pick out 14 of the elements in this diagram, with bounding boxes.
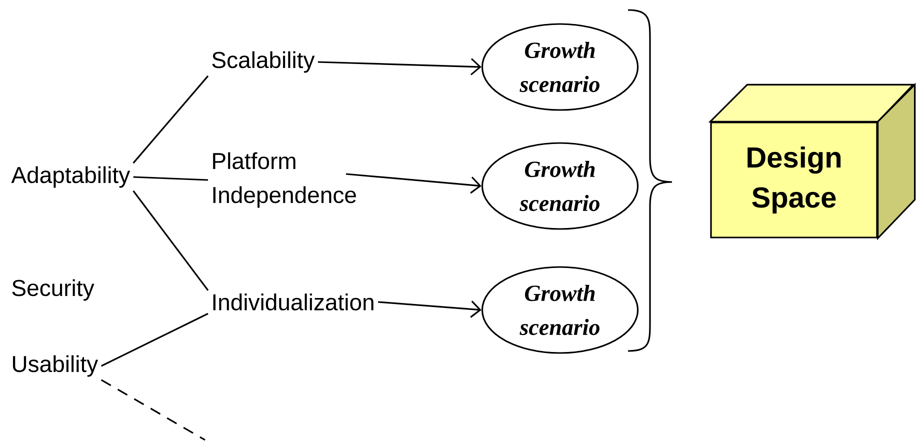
term-label: Security — [12, 279, 94, 301]
arrow — [318, 58, 482, 76]
term-label: Adaptability — [11, 166, 130, 188]
arrow — [378, 300, 482, 318]
connector-line — [132, 75, 209, 164]
connector-line — [100, 312, 208, 367]
connector-line — [133, 176, 208, 181]
arrow — [346, 173, 482, 194]
term-label: Individualization — [213, 294, 374, 310]
connector-line — [132, 190, 209, 291]
term-label: Platform Independence — [213, 152, 356, 208]
dashed-line — [100, 379, 206, 441]
term-label: Usability — [12, 355, 98, 377]
term-label: Scalability — [212, 51, 315, 73]
